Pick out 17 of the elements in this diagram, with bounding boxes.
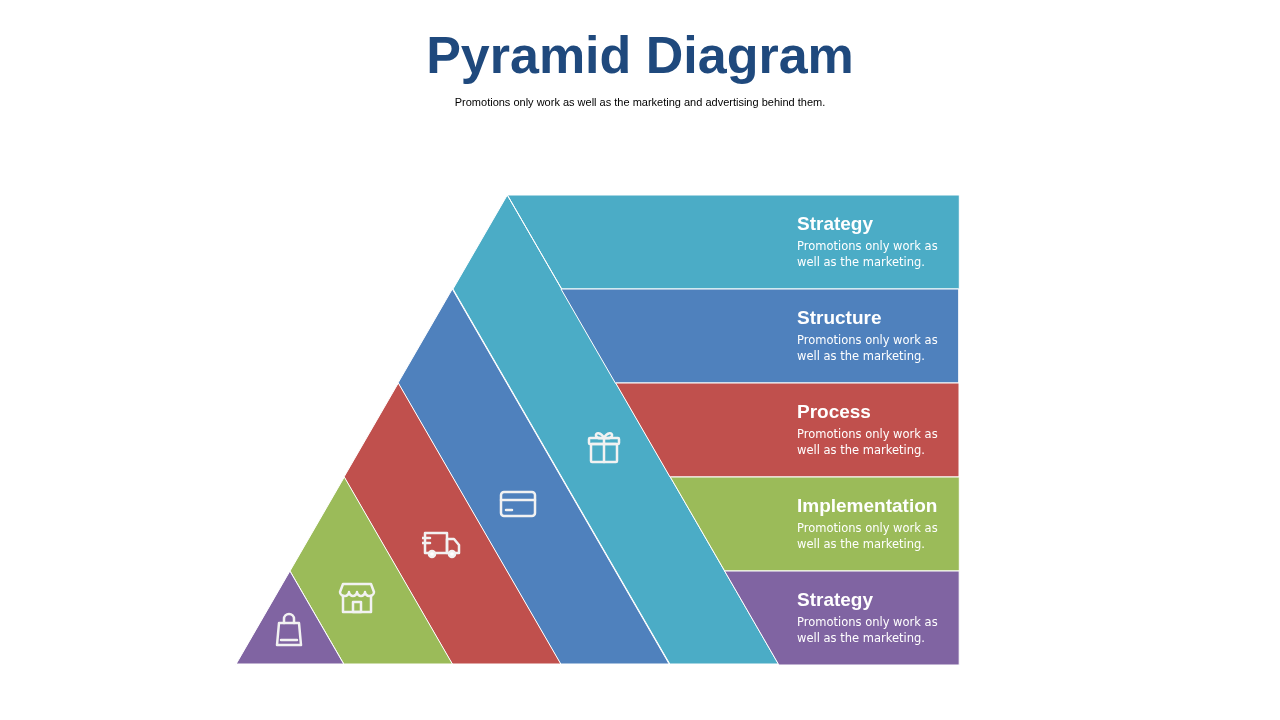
pyramid-band bbox=[452, 195, 959, 664]
band-description: Promotions only work as well as the marketing. bbox=[797, 238, 939, 270]
band-description: Promotions only work as well as the marketing. bbox=[797, 332, 939, 364]
band-heading: Structure bbox=[797, 307, 882, 329]
pyramid-band bbox=[289, 477, 959, 664]
pyramid-band bbox=[398, 289, 959, 664]
pyramid-band bbox=[234, 571, 959, 664]
title: Pyramid Diagram bbox=[425, 25, 855, 86]
band-description: Promotions only work as well as the marketing. bbox=[797, 520, 939, 552]
band-heading: Strategy bbox=[797, 589, 873, 611]
band-heading: Process bbox=[797, 401, 871, 423]
band-description: Promotions only work as well as the marketing. bbox=[797, 614, 939, 646]
subtitle: Promotions only work as well as the marketing and advertising behind them. bbox=[453, 96, 827, 108]
band-heading: Strategy bbox=[797, 213, 873, 235]
band-heading: Implementation bbox=[797, 495, 938, 517]
pyramid-band bbox=[344, 383, 959, 664]
band-description: Promotions only work as well as the marketing. bbox=[797, 426, 939, 458]
